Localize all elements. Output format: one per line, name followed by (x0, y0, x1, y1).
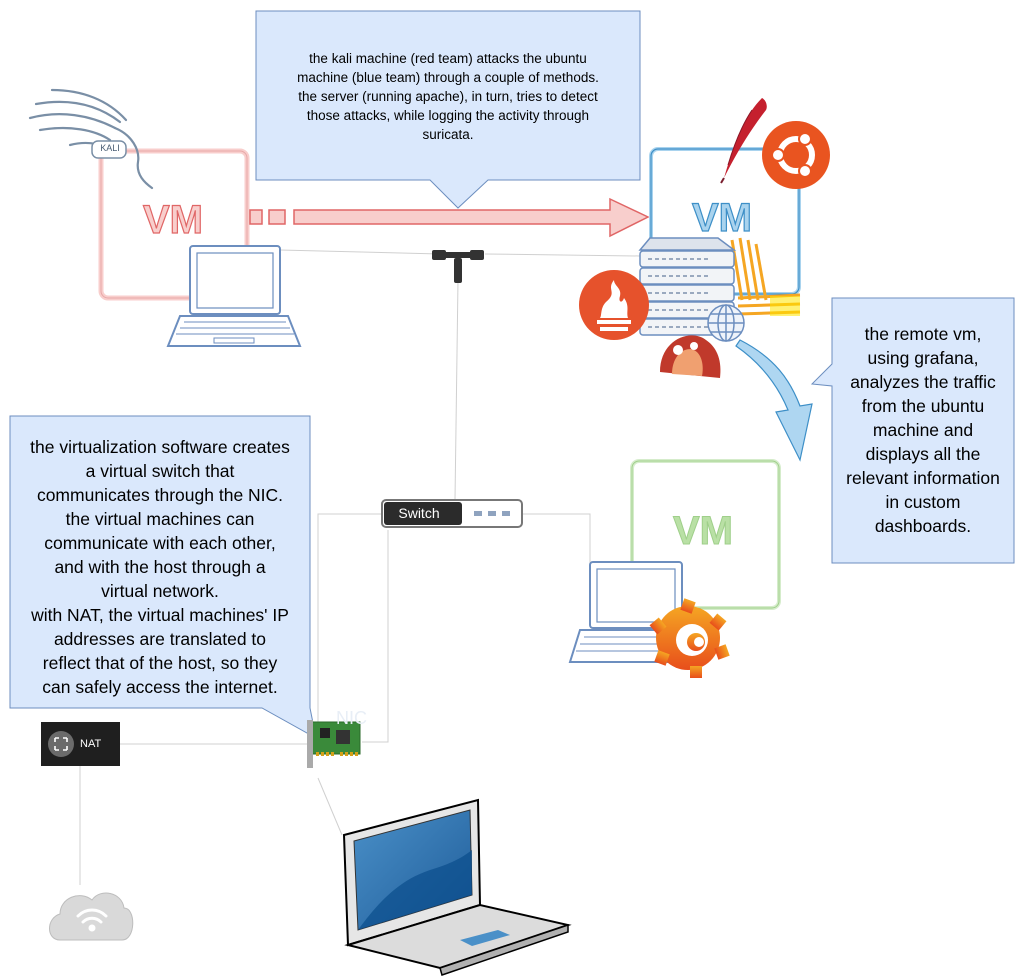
remote-vm-label: VM (673, 509, 734, 554)
host-laptop-icon[interactable] (342, 798, 572, 976)
kali-vm-label: VM (142, 197, 203, 242)
right-callout-text: the remote vm, using grafana, analyzes t… (846, 324, 1000, 536)
top-callout-shape (255, 10, 641, 209)
nat-device[interactable] (41, 722, 120, 766)
kali-badge-label: KALI (100, 143, 120, 153)
switch-device[interactable] (381, 499, 523, 528)
switch-label: Switch (398, 505, 440, 521)
connection-lines (79, 249, 641, 885)
ubuntu-vm-label: VM (691, 195, 752, 240)
globe-icon (707, 304, 745, 342)
network-tap-icon[interactable] (432, 250, 484, 283)
nic-card-icon[interactable] (307, 720, 361, 768)
apache-feather-icon (720, 98, 767, 184)
kali-dragon-icon (28, 88, 154, 190)
cloud-icon (49, 892, 134, 941)
kali-laptop-icon (166, 245, 302, 347)
top-callout-text: the kali machine (red team) attacks the … (297, 51, 599, 142)
left-callout-text: the virtualization software creates a vi… (30, 437, 290, 697)
ubuntu-logo-icon (762, 121, 830, 189)
kali-badge (91, 140, 127, 159)
meerkat-icon (660, 335, 721, 378)
grafana-icon (649, 598, 730, 678)
analysis-arrow (735, 339, 813, 462)
nic-label: NIC (336, 708, 367, 728)
nat-label: NAT (80, 738, 102, 750)
right-callout-shape (810, 297, 1015, 564)
prometheus-icon (579, 270, 649, 340)
attack-arrow (249, 197, 650, 238)
